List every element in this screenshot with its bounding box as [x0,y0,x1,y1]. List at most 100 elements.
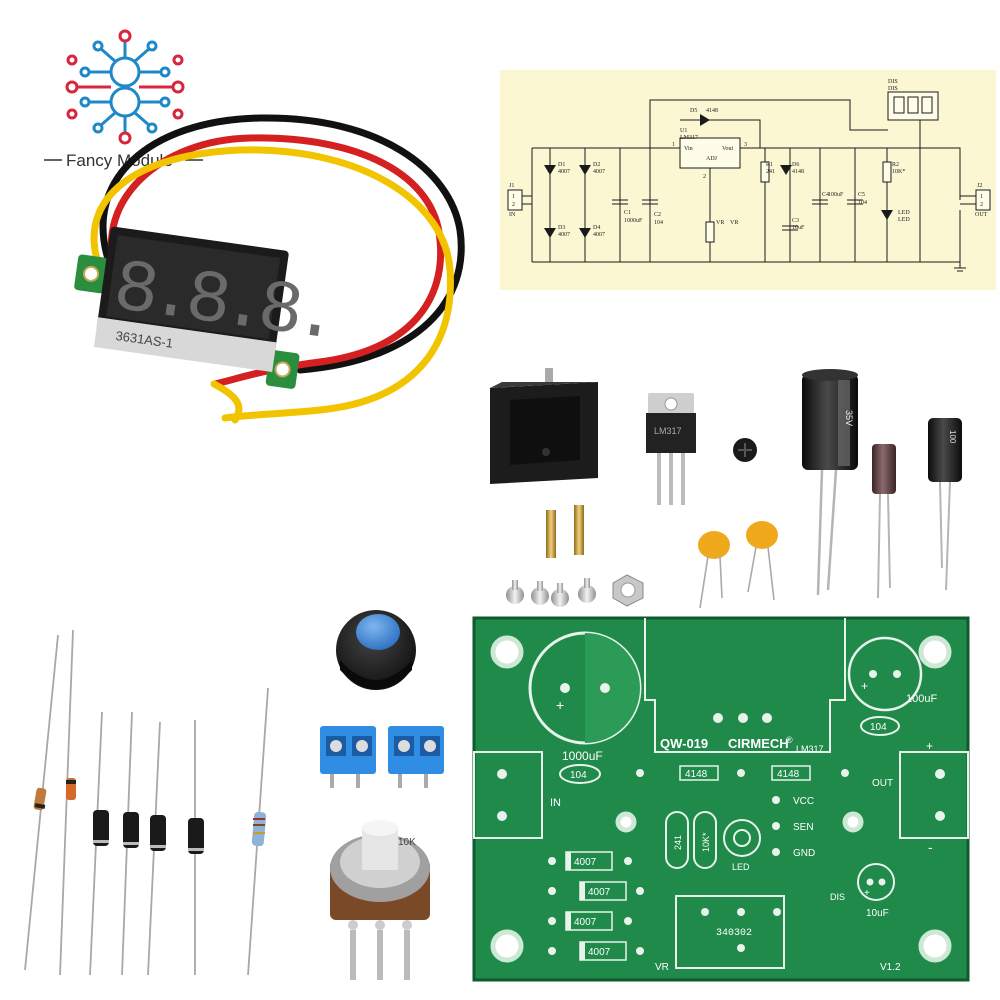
screws-and-nut [506,574,644,607]
pcb-gnd: GND [793,848,815,859]
sch-d4-value: 4007 [593,232,605,238]
sch-c2: C2 [654,212,661,218]
sch-d3: D3 [558,225,565,231]
pcb-out: OUT [872,778,893,789]
sch-j2: J2 [977,183,982,189]
sch-c1-value: 1000uF [624,218,643,224]
pcb-diode-4007-3: 4007 [574,917,597,928]
pcb-res-10k: 10K* [701,832,711,852]
small-cap-marking: 100 [948,430,957,444]
pcb-diode-4007-2: 4007 [588,887,611,898]
sch-r1: R1 [766,162,773,168]
sch-c5: C5 [858,192,865,198]
pcb-chip: LM317 [796,744,824,754]
ceramic-capacitors [698,521,778,609]
sch-u1: U1 [680,128,687,134]
sch-led2: LED [898,217,910,223]
pcb-led: LED [732,862,750,872]
sch-r2-value: 10K* [892,169,905,175]
capacitor-100uf: 100 [928,418,962,591]
pcb-reg-mark: ® [786,735,793,745]
sch-r1-value: 241 [766,169,775,175]
sch-adj: ADJ [706,156,718,162]
diode-glass-1 [33,787,47,811]
pcb-plus-small: + [864,888,870,899]
pcb-sen: SEN [793,822,814,833]
pcb-cap-104-right: 104 [870,722,887,733]
potentiometer-10k: 10K [330,820,430,980]
sch-c5-value: 104 [858,200,867,206]
resistor-241 [251,811,267,847]
sch-r2: R2 [892,162,899,168]
big-cap-marking: 35V [844,410,854,426]
brand-name: Fancy Module [66,151,173,170]
pcb-title: QW-019 [660,736,708,751]
regulator-marking: LM317 [654,426,682,436]
diodes-and-resistor [24,629,269,976]
heatsink [490,368,598,484]
sch-vr: VR [716,220,724,226]
sch-j1-pin1: 1 [512,194,515,200]
sch-d2-value: 4007 [593,169,605,175]
sch-d1-value: 4007 [558,169,570,175]
pcb-board: + 1000uF 104 QW-019 CIRMECH ® LM317 + 10… [472,616,970,982]
sch-c3-value: 10uF [792,225,805,231]
voltmeter-wires [90,114,465,424]
sch-u1-value: LM317 [680,135,698,141]
sch-d6-value: 4148 [792,169,804,175]
pot-value-label: 10K [398,837,416,848]
diode-glass-2 [66,778,76,800]
sch-d5: D5 [690,108,697,114]
pcb-res-241: 241 [673,835,683,850]
brass-standoffs [546,505,584,558]
sch-d3-value: 4007 [558,232,570,238]
pcb-version: V1.2 [880,962,901,973]
pcb-cap-100uf: 100uF [906,693,937,705]
pcb-diode-4007-4: 4007 [588,947,611,958]
sch-pin3: 3 [744,142,747,148]
pcb-diode-4148-left: 4148 [685,769,708,780]
sch-d5-value: 4148 [706,108,718,114]
sch-dis2: DIS [888,86,898,92]
sch-c4: C4 [822,192,829,198]
sch-d6: D6 [792,162,799,168]
diode-stripes [93,840,204,851]
potentiometer-knob [336,610,416,690]
pcb-vr: VR [655,962,669,973]
pcb-plus-left: + [556,697,564,713]
sch-led: LED [898,210,910,216]
sch-j1: J1 [509,183,514,189]
brand-logo-icon [65,29,185,145]
pcb-in: IN [550,797,561,809]
sch-vr2: VR [730,220,738,226]
lm317-regulator: LM317 [646,393,696,505]
voltmeter-module: 3631AS-1 8.8.8. [74,226,336,389]
sch-j2-pin2: 2 [980,202,983,208]
pcb-plus-terminal: + [926,739,933,753]
sch-out: OUT [975,212,988,218]
sch-vout: Vout [722,146,734,152]
sch-j1-pin2: 2 [512,202,515,208]
sch-d1: D1 [558,162,565,168]
pcb-vcc: VCC [793,796,814,807]
pcb-diode-4148-right: 4148 [777,769,800,780]
pcb-diode-4007-1: 4007 [574,857,597,868]
pcb-cap-1000uf: 1000uF [562,749,603,763]
sch-c1: C1 [624,210,631,216]
pcb-minus-terminal: - [928,839,933,855]
pcb-plus-right: + [861,679,868,693]
pcb-pot-code: 340302 [716,928,752,939]
sch-dis: DIS [888,79,898,85]
schematic-diagram: D5 4148 U1 LM317 Vin Vout ADJ 1 3 2 DIS … [500,70,996,290]
sch-pin2: 2 [703,174,706,180]
pcb-dis: DIS [830,892,845,902]
sch-vin: Vin [684,146,693,152]
mount-screw [733,438,757,462]
diodes-4007 [93,810,204,854]
capacitor-10uf [872,444,896,599]
pcb-cap-10uf: 10uF [866,908,889,919]
terminal-blocks [320,726,444,788]
sch-pin1: 1 [672,142,675,148]
